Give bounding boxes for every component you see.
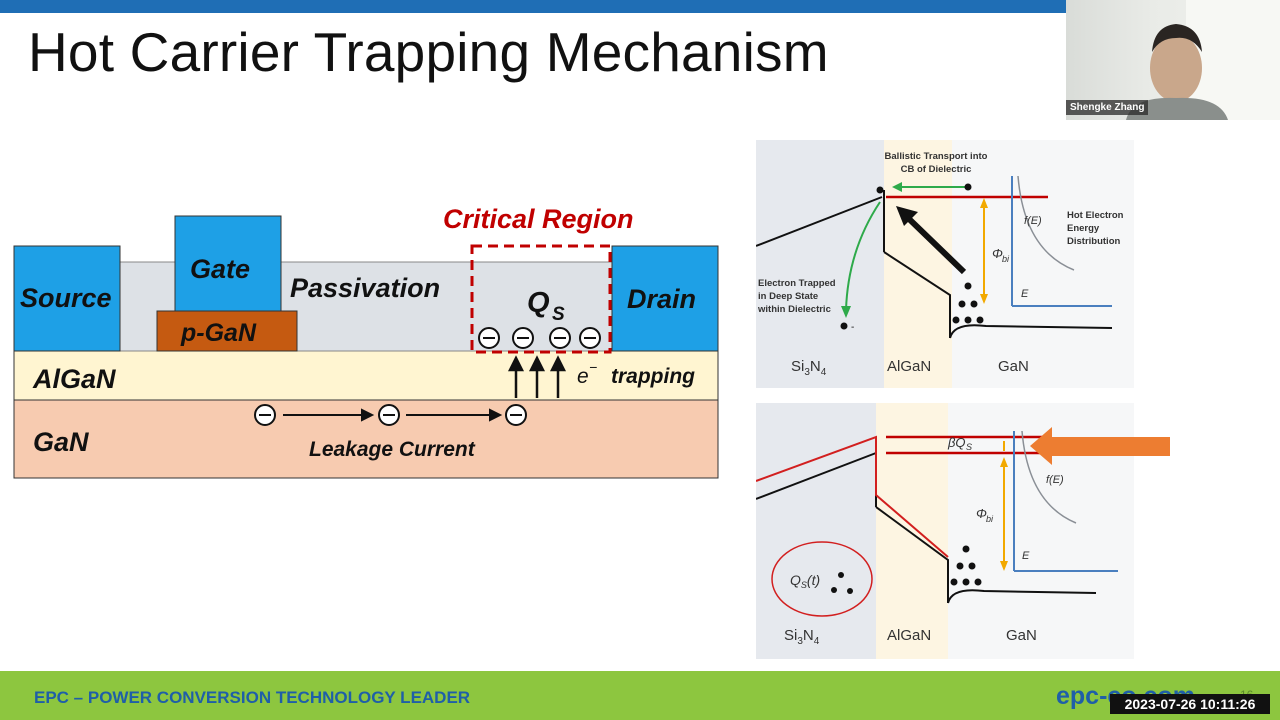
- trapped-electron-icons: [478, 327, 601, 349]
- gan-region-label: GaN: [998, 358, 1029, 375]
- gan-label: GaN: [33, 427, 89, 457]
- gate-electrode: [174, 215, 282, 312]
- fe-label-bottom: f(E): [1046, 474, 1064, 486]
- trapping-arrows: [507, 355, 567, 398]
- drain-electrode: [611, 245, 719, 352]
- drain-label: Drain: [627, 284, 696, 314]
- source-electrode: [13, 245, 121, 352]
- band-diagram-top: - Ballistic Transport into CB of Dielect…: [756, 140, 1134, 388]
- p-gan-layer: [156, 310, 298, 352]
- si3n4-label-bottom: Si3N4: [784, 627, 820, 647]
- hot-electron-label-1: Hot Electron: [1067, 210, 1124, 221]
- leakage-electron-icons: [254, 404, 527, 426]
- e-axis-label-bottom: E: [1022, 550, 1030, 562]
- trapped-label-3: within Dielectric: [757, 304, 831, 315]
- passivation-label: Passivation: [290, 273, 440, 303]
- leakage-arrows: [283, 408, 503, 422]
- ballistic-label-2: CB of Dielectric: [901, 164, 972, 175]
- trapped-minus: -: [851, 322, 854, 333]
- qs-t-circle: [771, 541, 873, 617]
- trapped-label-2: in Deep State: [758, 291, 818, 302]
- si3n4-label: Si3N4: [791, 358, 827, 378]
- critical-region-label: Critical Region: [443, 204, 634, 234]
- qs-subscript: S: [552, 304, 565, 325]
- beta-qs-label: βQ: [947, 435, 966, 450]
- slide-title: Hot Carrier Trapping Mechanism: [28, 21, 829, 83]
- e-symbol: e: [577, 365, 589, 388]
- e-axis-label: E: [1021, 288, 1029, 300]
- critical-region-box: [470, 244, 612, 354]
- source-label: Source: [20, 283, 112, 313]
- footer-bar: [0, 671, 1280, 720]
- trapped-label-1: Electron Trapped: [758, 278, 836, 289]
- band-diagram-bottom: βQ S f(E) Φ bi E QS(t) Si3N4 AlGaN GaN: [756, 403, 1170, 659]
- gate-label: Gate: [190, 254, 250, 284]
- presenter-name-label: Shengke Zhang: [1066, 100, 1149, 115]
- algan-label: AlGaN: [32, 364, 116, 394]
- phi-label-bottom: Φ: [976, 506, 987, 521]
- ballistic-label-1: Ballistic Transport into: [885, 151, 988, 162]
- title-accent-bar: [0, 0, 1066, 13]
- qs-label: Q: [527, 287, 550, 319]
- footer-tagline: EPC – POWER CONVERSION TECHNOLOGY LEADER: [34, 688, 471, 707]
- phi-label: Φ: [992, 246, 1003, 261]
- e-superscript: −: [589, 359, 597, 375]
- device-cross-section-diagram: Critical Region Source Gate p-GaN Passiv…: [13, 204, 719, 479]
- qs-t-label: QS(t): [790, 572, 820, 590]
- fe-label: f(E): [1024, 215, 1042, 227]
- hot-electron-label-2: Energy: [1067, 223, 1100, 234]
- presenter-video-image: [1126, 0, 1280, 120]
- algan-layer: [13, 350, 719, 401]
- beta-qs-subscript: S: [966, 442, 972, 452]
- p-gan-label: p-GaN: [180, 319, 257, 347]
- algan-region-label: AlGaN: [887, 358, 931, 375]
- algan-region-label-bottom: AlGaN: [887, 627, 931, 644]
- leakage-current-label: Leakage Current: [309, 438, 476, 461]
- phi-subscript-bottom: bi: [986, 514, 994, 524]
- hot-electron-label-3: Distribution: [1067, 236, 1120, 247]
- recording-timestamp: 2023-07-26 10:11:26: [1110, 694, 1270, 714]
- trapping-label: trapping: [611, 365, 695, 388]
- phi-subscript: bi: [1002, 254, 1010, 264]
- gan-region-label-bottom: GaN: [1006, 627, 1037, 644]
